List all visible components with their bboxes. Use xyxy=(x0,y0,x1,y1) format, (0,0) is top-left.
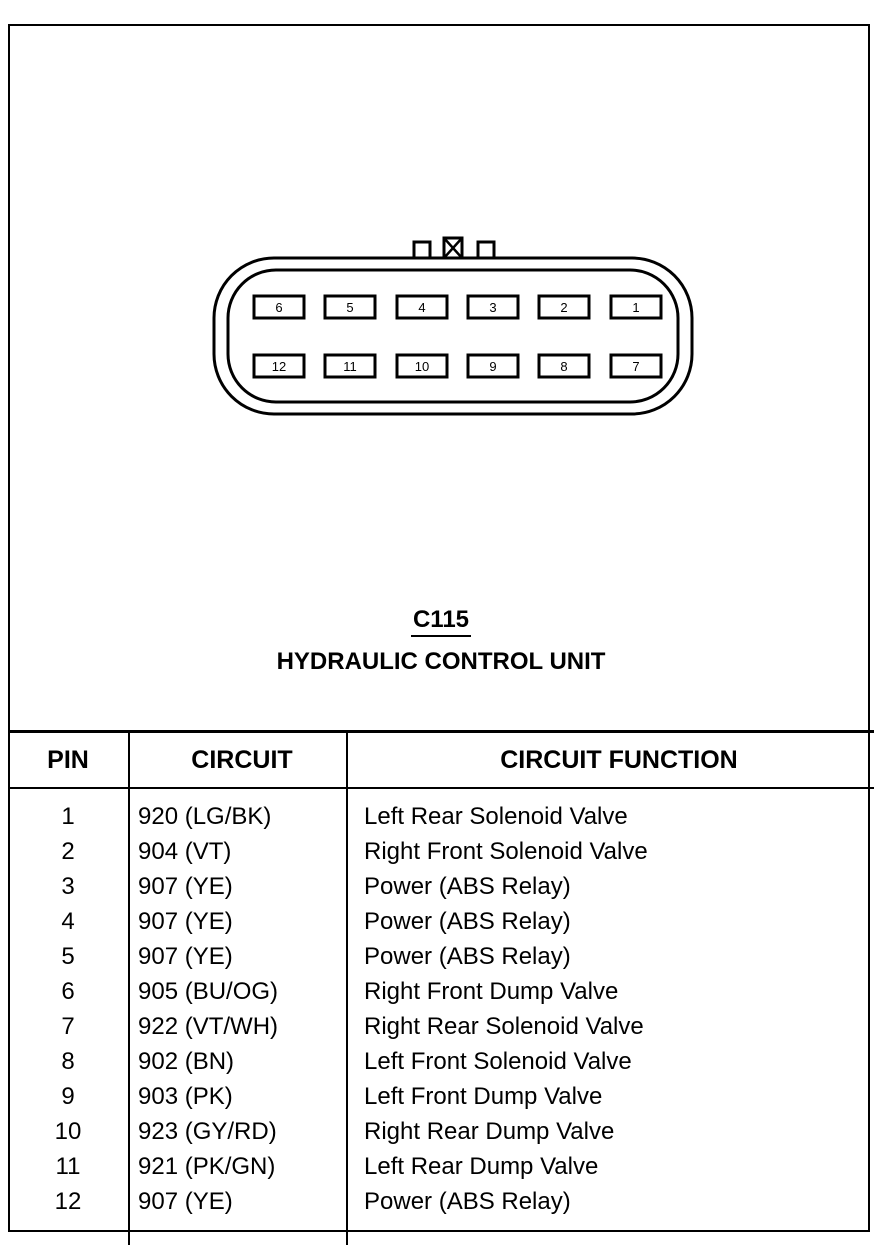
circuit-function-cell: Right Rear Solenoid Valve xyxy=(364,1012,644,1040)
header-pin: PIN xyxy=(8,730,130,789)
pin-cavity-4 xyxy=(395,294,449,320)
circuit-function-cell: Power (ABS Relay) xyxy=(364,872,571,900)
pin-cavity-5 xyxy=(323,294,377,320)
pin-cavity-label-4: 4 xyxy=(418,300,425,315)
circuit-cell: 904 (VT) xyxy=(129,834,348,869)
pin-cell: 6 xyxy=(8,974,130,1009)
circuit-cell: 920 (LG/BK) xyxy=(129,788,348,834)
circuit-function-cell: Left Rear Solenoid Valve xyxy=(364,802,628,830)
spacer-cell xyxy=(8,1219,130,1245)
pin-cell: 1 xyxy=(8,788,130,834)
circuit-function-cell: Power (ABS Relay) xyxy=(364,942,571,970)
circuit-cell: 905 (BU/OG) xyxy=(129,974,348,1009)
circuit-cell: 902 (BN) xyxy=(129,1044,348,1079)
pin-cavity-8 xyxy=(537,353,591,379)
pin-cavity-11 xyxy=(323,353,377,379)
pin-cavity-label-7: 7 xyxy=(632,359,639,374)
spacer-cell xyxy=(129,1219,348,1245)
document-frame xyxy=(8,24,870,1232)
header-circuit-function: CIRCUIT FUNCTION xyxy=(347,730,874,789)
pin-cell: 12 xyxy=(8,1184,130,1219)
header-circuit: CIRCUIT xyxy=(129,730,348,789)
connector-name-label: HYDRAULIC CONTROL UNIT xyxy=(276,648,606,675)
pin-cavity-2 xyxy=(537,294,591,320)
pin-cavity-1 xyxy=(609,294,663,320)
pin-cavity-label-3: 3 xyxy=(489,300,496,315)
pin-cavity-label-11: 11 xyxy=(343,359,357,374)
pin-cell: 10 xyxy=(8,1114,130,1149)
circuit-function-cell: Right Front Dump Valve xyxy=(364,977,619,1005)
connector-outer-shell xyxy=(212,256,694,416)
pin-cavity-label-5: 5 xyxy=(346,300,353,315)
connector-inner-shell xyxy=(226,268,680,404)
pin-cell: 2 xyxy=(8,834,130,869)
connector-tab-right xyxy=(476,240,496,260)
pin-cell: 7 xyxy=(8,1009,130,1044)
pin-cavity-12 xyxy=(252,353,306,379)
pin-cell: 9 xyxy=(8,1079,130,1114)
pin-cell: 8 xyxy=(8,1044,130,1079)
circuit-function-cell: Left Front Dump Valve xyxy=(364,1082,603,1110)
circuit-function-cell: Right Rear Dump Valve xyxy=(364,1117,615,1145)
pin-cell: 5 xyxy=(8,939,130,974)
circuit-function-cell: Left Front Solenoid Valve xyxy=(364,1047,632,1075)
circuit-cell: 907 (YE) xyxy=(129,1184,348,1219)
connector-diagram: 6 5 4 3 2 1 12 11 10 9 8 7 xyxy=(212,236,694,416)
pin-cavity-label-6: 6 xyxy=(275,300,282,315)
table-bottom-spacer xyxy=(8,1219,874,1245)
circuit-cell: 907 (YE) xyxy=(129,939,348,974)
circuit-cell: 907 (YE) xyxy=(129,869,348,904)
pin-cavity-3 xyxy=(466,294,520,320)
connector-tab-left xyxy=(412,240,432,260)
pin-cavity-label-2: 2 xyxy=(560,300,567,315)
circuit-function-cell: Power (ABS Relay) xyxy=(364,1187,571,1215)
pin-cavity-label-9: 9 xyxy=(489,359,496,374)
pin-cell: 4 xyxy=(8,904,130,939)
circuit-cell: 922 (VT/WH) xyxy=(129,1009,348,1044)
pin-cavity-10 xyxy=(395,353,449,379)
pin-cell: 3 xyxy=(8,869,130,904)
pin-cell: 11 xyxy=(8,1149,130,1184)
table-header-row: PIN CIRCUIT CIRCUIT FUNCTION xyxy=(8,730,874,789)
connector-id-label: C115 xyxy=(0,606,882,637)
circuit-cell: 903 (PK) xyxy=(129,1079,348,1114)
pin-cavity-7 xyxy=(609,353,663,379)
circuit-cell: 923 (GY/RD) xyxy=(129,1114,348,1149)
circuit-cell: 907 (YE) xyxy=(129,904,348,939)
spacer-cell xyxy=(347,1219,874,1245)
connector-id-text: C115 xyxy=(410,606,472,637)
pin-cavity-label-12: 12 xyxy=(272,359,286,374)
pin-cavity-9 xyxy=(466,353,520,379)
circuit-function-cell: Left Rear Dump Valve xyxy=(364,1152,599,1180)
circuit-function-cell: Right Front Solenoid Valve xyxy=(364,837,648,865)
pin-cavity-label-1: 1 xyxy=(632,300,639,315)
pin-cavity-label-8: 8 xyxy=(560,359,567,374)
pin-cavity-label-10: 10 xyxy=(415,359,429,374)
circuit-function-cell: Power (ABS Relay) xyxy=(364,907,571,935)
pin-cavity-6 xyxy=(252,294,306,320)
circuit-cell: 921 (PK/GN) xyxy=(129,1149,348,1184)
